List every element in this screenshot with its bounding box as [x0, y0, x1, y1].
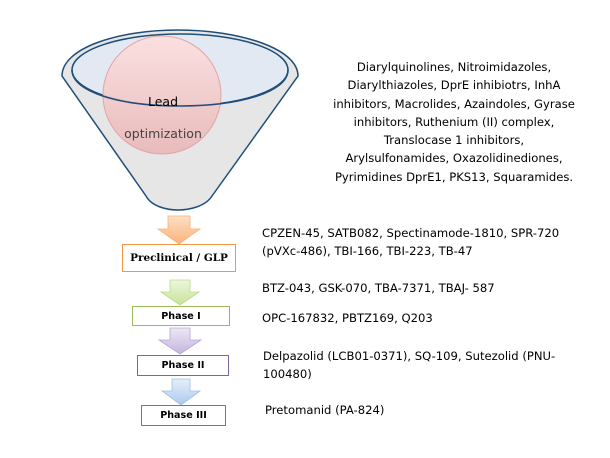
arrow-down-icon: [156, 215, 202, 245]
stage-phase-1-box: Phase I: [132, 306, 230, 326]
stage-label: Phase II: [161, 360, 205, 371]
lead-label-line2: optimization: [124, 126, 202, 141]
stage-phase-2-box: Phase II: [137, 355, 229, 376]
arrow-down-icon: [157, 327, 203, 355]
stage-phase-3-box: Phase III: [141, 405, 226, 426]
stage-label: Preclinical / GLP: [130, 252, 228, 264]
stage-label: Phase I: [161, 310, 201, 322]
stage-label: Phase III: [160, 410, 207, 421]
funnel-rim-front: [71, 69, 289, 107]
approved-compounds: Pretomanid (PA-824): [265, 403, 385, 417]
stage-preclinical-box: Preclinical / GLP: [122, 244, 236, 272]
phase-2-compounds: OPC-167832, PBTZ169, Q203: [262, 311, 433, 325]
lead-optimization-label: Lead optimization: [118, 78, 208, 158]
phase-3-compounds: Delpazolid (LCB01-0371), SQ-109, Sutezol…: [263, 349, 556, 382]
arrow-down-icon: [160, 378, 202, 406]
arrow-down-icon: [159, 279, 201, 306]
phase-1-compounds: BTZ-043, GSK-070, TBA-7371, TBAJ- 587: [262, 281, 495, 295]
preclinical-compounds: CPZEN-45, SATB082, Spectinamode-1810, SP…: [262, 226, 560, 259]
lead-compounds-text: Diarylquinolines, Nitroimidazoles, Diary…: [333, 60, 575, 184]
lead-label-line1: Lead: [147, 94, 179, 109]
lead-optimization-circle: [102, 35, 222, 155]
